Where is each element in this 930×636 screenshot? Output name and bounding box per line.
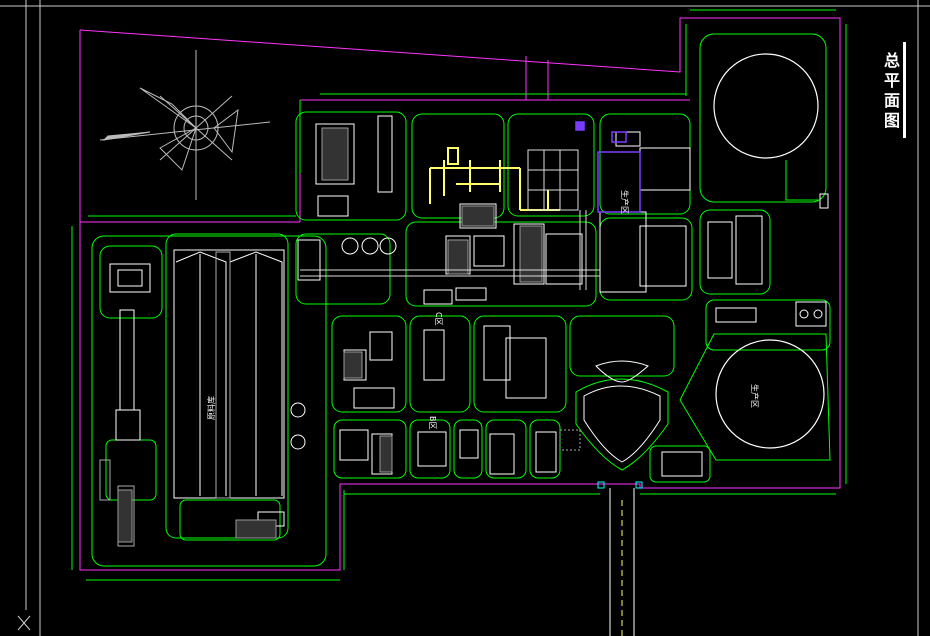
axis-mark-icon <box>17 615 31 631</box>
road-network <box>91 33 831 567</box>
drawing-title-block: 总平面图 <box>866 44 902 140</box>
process-piping <box>429 147 560 211</box>
label-left-building: 原料库 <box>206 396 216 420</box>
title-underline <box>903 42 906 138</box>
access-road <box>609 488 635 636</box>
label-rect-b: B区 <box>428 416 437 430</box>
label-production-top: 生产区 <box>620 190 630 214</box>
tank-enclosure <box>679 160 831 461</box>
storage-tanks <box>713 53 825 449</box>
accent-enclosures <box>575 121 641 213</box>
central-plaza <box>559 360 669 471</box>
tank-bottom <box>715 339 825 449</box>
pipe-rack <box>300 149 600 290</box>
label-rect-a: C区 <box>434 312 443 326</box>
label-tank-bottom: 生产区 <box>750 384 760 408</box>
equipment-blocks <box>117 127 543 543</box>
dimension-lines <box>71 9 847 581</box>
tank-top <box>713 53 819 159</box>
drawing-title: 总平面图 <box>881 52 900 132</box>
gate-markers <box>99 459 643 501</box>
wind-rose-icon <box>99 50 271 200</box>
